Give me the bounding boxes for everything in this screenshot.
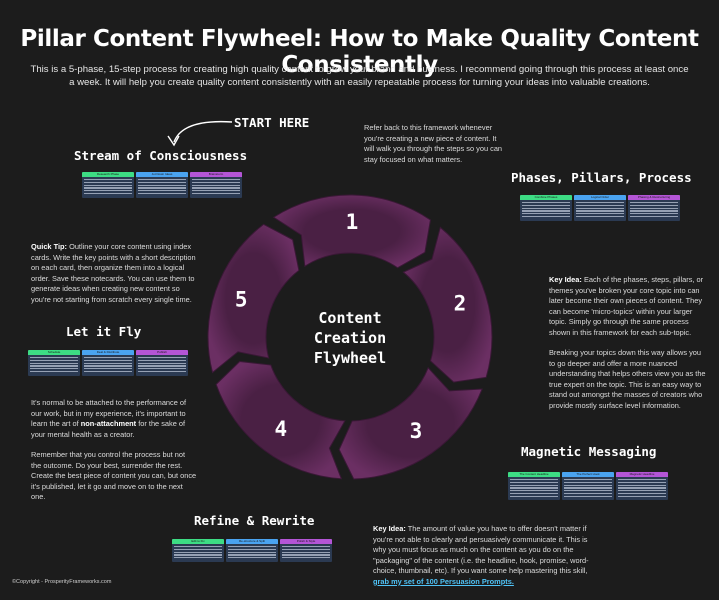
phase-1-title: Stream of Consciousness bbox=[74, 148, 248, 163]
card: Schedule bbox=[28, 350, 80, 376]
phase-3-title: Magnetic Messaging bbox=[521, 444, 657, 459]
card: Brainstorm bbox=[190, 172, 242, 198]
card: Edit to Fix bbox=[172, 539, 224, 562]
card: Combine Phases bbox=[520, 195, 572, 221]
card: The Content Headline bbox=[508, 472, 560, 501]
card: Phasing & Restructuring bbox=[628, 195, 680, 221]
phase-number-4: 4 bbox=[274, 417, 287, 441]
center-label-line: Creation bbox=[314, 329, 386, 347]
copyright: ©Copyright - ProsperityFrameworks.com bbox=[12, 579, 112, 585]
card: Logical Order bbox=[574, 195, 626, 221]
quick-tip-note: Quick Tip: Outline your core content usi… bbox=[31, 242, 196, 304]
flywheel-segment-3 bbox=[338, 366, 483, 480]
phase-2-cards: Combine Phases Logical Order Phasing & R… bbox=[520, 195, 680, 221]
phase-number-5: 5 bbox=[235, 288, 248, 312]
phase-2-title: Phases, Pillars, Process bbox=[511, 170, 692, 185]
card: Publish bbox=[136, 350, 188, 376]
card: Re-structure & Split bbox=[226, 539, 278, 562]
attachment-note: It's normal to be attached to the perfor… bbox=[31, 398, 197, 501]
phase-5-cards: Schedule Deal & Distribute Publish bbox=[28, 350, 188, 376]
page-title: Pillar Content Flywheel: How to Make Qua… bbox=[20, 26, 699, 78]
phase-5-title: Let it Fly bbox=[66, 324, 142, 339]
center-label-line: Flywheel bbox=[314, 349, 386, 367]
refer-note: Refer back to this framework whenever yo… bbox=[364, 123, 503, 164]
flywheel-segment-5 bbox=[207, 223, 300, 374]
intro-text: This is a 5-phase, 15-step process for c… bbox=[30, 64, 689, 88]
card: Research Phase bbox=[82, 172, 134, 198]
flywheel-segment-4 bbox=[215, 360, 346, 480]
start-here-label: START HERE bbox=[234, 115, 310, 130]
phase-1-cards: Research Phase Jot Down Ideas Brainstorm bbox=[82, 172, 242, 198]
center-label-line: Content bbox=[318, 309, 381, 327]
flywheel-segment-2 bbox=[402, 226, 493, 383]
card: Jot Down Ideas bbox=[136, 172, 188, 198]
value-note: Key Idea: The amount of value you have t… bbox=[373, 524, 589, 586]
phase-4-title: Refine & Rewrite bbox=[194, 513, 315, 528]
phase-number-2: 2 bbox=[454, 291, 467, 315]
card: Polish & Style bbox=[280, 539, 332, 562]
phase-4-cards: Edit to Fix Re-structure & Split Polish … bbox=[172, 539, 332, 562]
phase-number-1: 1 bbox=[346, 210, 359, 234]
phase-number-3: 3 bbox=[410, 419, 423, 443]
phase-3-cards: The Content Headline The Perfect Hook Ma… bbox=[508, 472, 668, 501]
card: The Perfect Hook bbox=[562, 472, 614, 501]
persuasion-prompts-link[interactable]: grab my set of 100 Persuasion Prompts. bbox=[373, 576, 514, 586]
start-arrow-icon bbox=[167, 120, 233, 147]
card: Deal & Distribute bbox=[82, 350, 134, 376]
flywheel-segment-1 bbox=[272, 194, 431, 269]
key-idea-note: Key Idea: Each of the phases, steps, pil… bbox=[549, 275, 706, 410]
card: Magnetic Headline bbox=[616, 472, 668, 501]
